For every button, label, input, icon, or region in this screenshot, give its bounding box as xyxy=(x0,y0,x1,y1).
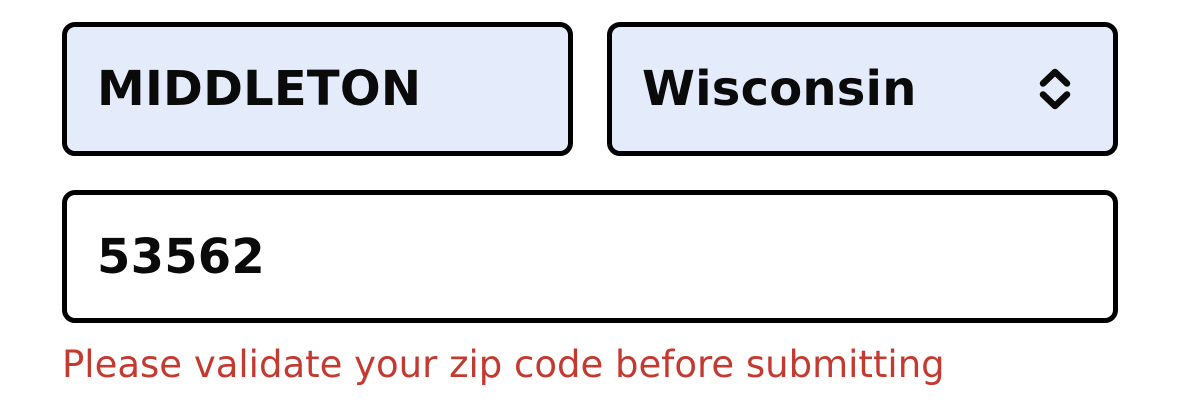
state-select-value: Wisconsin xyxy=(642,65,917,113)
state-select[interactable]: Wisconsin xyxy=(607,22,1118,156)
city-field-value: MIDDLETON xyxy=(97,65,422,113)
zip-field[interactable]: 53562 xyxy=(62,190,1118,323)
zip-field-value: 53562 xyxy=(97,232,265,281)
city-field[interactable]: MIDDLETON xyxy=(62,22,573,156)
zip-validation-error: Please validate your zip code before sub… xyxy=(62,343,945,386)
chevron-up-down-icon xyxy=(1039,68,1071,110)
